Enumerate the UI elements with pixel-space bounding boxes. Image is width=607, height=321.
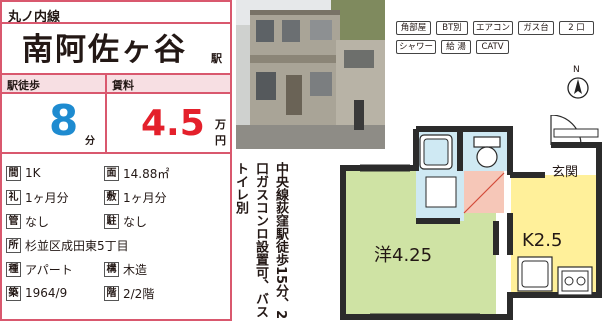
compass-icon: N	[566, 65, 590, 101]
spec-parking: 駐なし	[104, 212, 147, 230]
line-name: 丸ノ内線	[8, 10, 61, 25]
spec-address: 所杉並区成田東5丁目	[6, 236, 129, 254]
spec-structure: 構木造	[104, 260, 147, 278]
tag-shower: シャワー	[396, 40, 436, 54]
divider	[2, 22, 230, 24]
tag-catv: CATV	[476, 40, 509, 54]
rent-unit-man: 万	[215, 118, 226, 131]
tag-hot-water: 給 湯	[441, 40, 471, 54]
rent-unit-yen: 円	[215, 134, 226, 147]
walk-minutes: 8	[49, 96, 79, 145]
spec-building-type: 種アパート	[6, 260, 73, 278]
walk-header: 駅徒歩	[2, 75, 105, 92]
divider	[105, 75, 107, 154]
room-western-label: 洋4.25	[374, 245, 433, 266]
property-caption: 中央線荻窪駅徒歩15分、2口ガスコンロ設置可、バストイレ別	[233, 162, 288, 320]
divider	[2, 73, 230, 75]
spec-management-fee: 管なし	[6, 212, 49, 230]
rent-header: 賃料	[107, 75, 230, 92]
divider	[2, 92, 230, 94]
rent-value: 4.5	[141, 103, 205, 144]
tag-corner-room: 角部屋	[396, 21, 431, 35]
tag-gas-stove: ガス台	[518, 21, 554, 35]
divider	[2, 152, 230, 154]
floor-plan: 洋4.25 K2.5 玄関	[340, 115, 602, 320]
room-entrance-label: 玄関	[552, 165, 579, 180]
room-kitchen-label: K2.5	[522, 230, 563, 251]
station-name: 南阿佐ヶ谷	[22, 32, 187, 68]
tag-air-conditioner: エアコン	[473, 21, 513, 35]
tag-two-burner: 2 口	[559, 21, 594, 35]
station-suffix: 駅	[211, 52, 222, 65]
building-photo	[236, 0, 385, 149]
walk-unit: 分	[85, 136, 95, 147]
tag-bath-toilet-separate: BT別	[436, 21, 468, 35]
